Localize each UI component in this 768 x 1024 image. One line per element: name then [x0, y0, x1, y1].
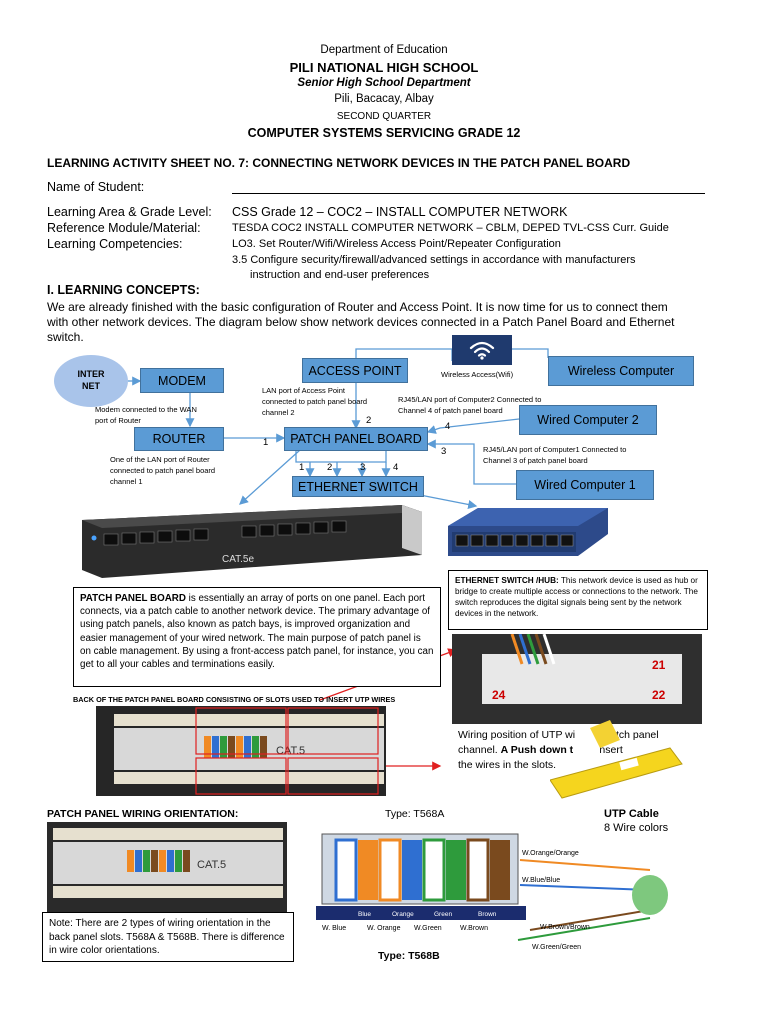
utp-cable-subtitle: 8 Wire colors [604, 822, 669, 834]
internet-cloud: INTER NET [54, 355, 128, 407]
course-title: COMPUTER SYSTEMS SERVICING GRADE 12 [247, 126, 521, 140]
quarter: SECOND QUARTER [336, 111, 432, 122]
svg-text:21: 21 [652, 658, 666, 672]
svg-text:Brown: Brown [478, 911, 497, 918]
back-panel-photo: CAT.5 [96, 706, 386, 796]
access-point-note: LAN port of Access Point connected to pa… [262, 386, 368, 417]
svg-text:Blue: Blue [358, 911, 371, 918]
channel-4-label: 4 [445, 421, 451, 432]
wireless-access-label: Wireless Access(Wifi) [441, 370, 514, 379]
comp-value-1: LO3. Set Router/Wifi/Wireless Access Poi… [232, 238, 561, 250]
school-name: PILI NATIONAL HIGH SCHOOL [289, 60, 479, 75]
channel-3-label: 3 [441, 446, 447, 457]
switch-port-4-label: 4 [393, 462, 399, 473]
address: Pili, Bacacay, Albay [334, 93, 434, 105]
type-b-label: Type: T568B [378, 950, 440, 962]
switch-port-2-label: 2 [327, 462, 333, 473]
svg-text:Orange: Orange [392, 911, 414, 918]
wired-computer-2-box: Wired Computer 2 [519, 405, 657, 435]
channel-1-label: 1 [263, 437, 269, 448]
wireless-computer-box: Wireless Computer [548, 356, 694, 386]
channel-2-label: 2 [366, 415, 372, 426]
access-point-box: ACCESS POINT [302, 358, 408, 383]
utp-cable-title: UTP Cable [604, 808, 659, 820]
comp-value-3: instruction and end-user preferences [250, 269, 430, 281]
wired-computer-1-note: RJ45/LAN port of Computer1 Connected to … [483, 445, 627, 465]
name-line[interactable] [232, 183, 705, 194]
patch-panel-photo: CAT.5e [82, 500, 422, 580]
ethernet-switch-box: ETHERNET SWITCH [292, 476, 424, 497]
dept-name: Department of Education [320, 44, 448, 56]
name-label: Name of Student: [47, 180, 145, 194]
wifi-icon [452, 335, 512, 365]
wired-computer-2-note: RJ45/LAN port of Computer2 Connected to … [398, 395, 542, 415]
label-blue: W.Blue/Blue [522, 877, 561, 884]
intro-line-3: switch. [47, 330, 84, 344]
svg-text:CAT.5: CAT.5 [276, 745, 305, 757]
switch-port-1-label: 1 [299, 462, 305, 473]
t568-diagram: Blue Orange Green Brown [316, 830, 526, 930]
orientation-note: Note: There are 2 types of wiring orient… [42, 912, 294, 962]
department-name: Senior High School Department [297, 77, 471, 89]
label-green: W.Green/Green [532, 944, 582, 951]
section-heading: I. LEARNING CONCEPTS: [47, 283, 200, 297]
router-box: ROUTER [134, 427, 224, 451]
svg-text:CAT.5: CAT.5 [197, 859, 226, 871]
utp-wiring-photo: 21 22 24 [452, 634, 702, 724]
orientation-panel-photo: CAT.5 [47, 822, 287, 912]
ethernet-switch-photo [448, 504, 608, 562]
utp-cable-illustration [517, 859, 668, 941]
ref-value: TESDA COC2 INSTALL COMPUTER NETWORK – CB… [232, 222, 669, 234]
orientation-heading: PATCH PANEL WIRING ORIENTATION: [47, 808, 239, 820]
panel-label: CAT.5e [222, 554, 254, 565]
area-label: Learning Area & Grade Level: [47, 205, 212, 219]
intro-line-1: We are already finished with the basic c… [47, 300, 668, 314]
modem-box: MODEM [140, 368, 224, 393]
comp-label: Learning Competencies: [47, 237, 183, 251]
switch-port-3-label: 3 [360, 462, 366, 473]
modem-note: Modem connected to the WAN port of Route… [95, 405, 197, 425]
sheet-title: LEARNING ACTIVITY SHEET NO. 7: CONNECTIN… [47, 156, 631, 170]
patch-panel-description: PATCH PANEL BOARD is essentially an arra… [73, 587, 441, 687]
router-note: One of the LAN port of Router connected … [110, 455, 216, 486]
label-brown: W.Brown/Brown [540, 924, 590, 931]
back-panel-caption: BACK OF THE PATCH PANEL BOARD CONSISTING… [73, 695, 396, 704]
area-value: CSS Grade 12 – COC2 – INSTALL COMPUTER N… [232, 205, 568, 219]
wired-computer-1-box: Wired Computer 1 [516, 470, 654, 500]
ref-label: Reference Module/Material: [47, 221, 201, 235]
t568-bottom-labels: W. Blue W. Orange W.Green W.Brown [322, 925, 489, 932]
comp-value-2: 3.5 Configure security/firewall/advanced… [232, 254, 636, 266]
ethernet-switch-description: ETHERNET SWITCH /HUB: This network devic… [448, 570, 708, 630]
label-orange: W.Orange/Orange [522, 850, 579, 857]
punch-down-tool [549, 720, 700, 810]
svg-text:Green: Green [434, 911, 452, 918]
svg-text:24: 24 [492, 688, 506, 702]
patch-panel-box: PATCH PANEL BOARD [284, 427, 428, 451]
intro-line-2: with other network devices. The diagram … [47, 315, 675, 329]
svg-text:22: 22 [652, 688, 666, 702]
type-a-label: Type: T568A [385, 808, 445, 820]
